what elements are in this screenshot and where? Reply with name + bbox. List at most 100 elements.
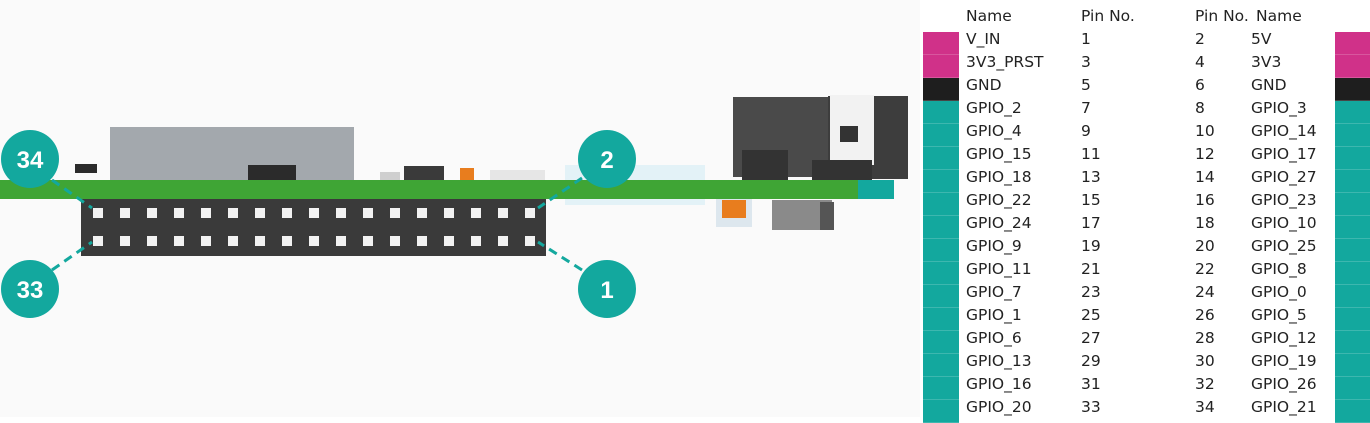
header-pin-even xyxy=(282,208,292,218)
pin-name-left: GPIO_2 xyxy=(966,99,1022,117)
header-pin-odd xyxy=(471,236,481,246)
pin-name-right: GPIO_21 xyxy=(1251,398,1317,416)
pin-color-swatch-left xyxy=(923,216,959,239)
pcb-edge xyxy=(0,180,858,199)
badge-1-label: 1 xyxy=(600,277,613,304)
header-pin-odd xyxy=(363,236,373,246)
header-pin-odd xyxy=(255,236,265,246)
pin-color-swatch-right xyxy=(1335,193,1370,216)
header-pin-even xyxy=(444,208,454,218)
badge-circle xyxy=(578,260,636,318)
pin-number-left: 27 xyxy=(1081,329,1101,347)
leader-line-34 xyxy=(51,178,93,210)
header-pin-odd xyxy=(201,236,211,246)
pin-number-right: 6 xyxy=(1195,76,1205,94)
badge-34: 34 xyxy=(1,130,59,188)
header-pin-odd xyxy=(336,236,346,246)
header-pin-odd xyxy=(309,236,319,246)
pin-number-right: 8 xyxy=(1195,99,1205,117)
pin-color-swatch-left xyxy=(923,308,959,331)
pin-color-swatch-left xyxy=(923,147,959,170)
header-pin-odd xyxy=(498,236,508,246)
pin-color-swatch-right xyxy=(1335,101,1370,124)
pin-number-right: 18 xyxy=(1195,214,1215,232)
smd-capacitor xyxy=(460,168,474,180)
pin-number-right: 26 xyxy=(1195,306,1215,324)
badge-34-label: 34 xyxy=(17,147,44,174)
pin-number-right: 24 xyxy=(1195,283,1215,301)
pin-color-swatch-right xyxy=(1335,32,1370,55)
badge-1: 1 xyxy=(578,260,636,318)
pin-name-left: GPIO_24 xyxy=(966,214,1032,232)
pin-color-swatch-right xyxy=(1335,216,1370,239)
pin-name-left: GPIO_11 xyxy=(966,260,1032,278)
pin-number-left: 1 xyxy=(1081,30,1091,48)
header-name-right: Name xyxy=(1256,7,1302,25)
pin-color-swatch-left xyxy=(923,400,959,423)
badge-circle xyxy=(578,130,636,188)
pin-color-swatch-left xyxy=(923,193,959,216)
jack-leg xyxy=(812,160,872,180)
pin-color-swatch-right xyxy=(1335,400,1370,423)
pin-number-right: 28 xyxy=(1195,329,1215,347)
pin-name-right: GPIO_10 xyxy=(1251,214,1317,232)
pin-color-swatch-right xyxy=(1335,55,1370,78)
jack-pin xyxy=(840,126,858,142)
badge-2-label: 2 xyxy=(600,147,613,174)
header-pin-odd xyxy=(525,236,535,246)
pin-name-right: GPIO_23 xyxy=(1251,191,1317,209)
smd-component xyxy=(404,166,444,180)
pin-number-left: 29 xyxy=(1081,352,1101,370)
pin-number-right: 30 xyxy=(1195,352,1215,370)
smd-resistor xyxy=(380,172,400,181)
board-side-view: 34 33 2 1 xyxy=(0,96,908,318)
pin-name-left: GPIO_18 xyxy=(966,168,1032,186)
pin-name-left: GPIO_13 xyxy=(966,352,1032,370)
pin-color-swatch-left xyxy=(923,124,959,147)
header-pin-right: Pin No. xyxy=(1195,7,1249,25)
pin-color-swatch-left xyxy=(923,354,959,377)
pin-number-left: 3 xyxy=(1081,53,1091,71)
pin-number-left: 23 xyxy=(1081,283,1101,301)
pin-color-swatch-left xyxy=(923,101,959,124)
pin-color-swatch-right xyxy=(1335,239,1370,262)
pin-number-right: 34 xyxy=(1195,398,1215,416)
small-component xyxy=(75,164,97,173)
pin-name-right: GPIO_8 xyxy=(1251,260,1307,278)
header-pin-odd xyxy=(120,236,130,246)
pin-name-left: GPIO_6 xyxy=(966,329,1022,347)
pin-name-right: GPIO_5 xyxy=(1251,306,1307,324)
header-pin-even xyxy=(309,208,319,218)
pin-name-left: V_IN xyxy=(966,30,1001,48)
pin-name-left: GND xyxy=(966,76,1002,94)
header-pin-even xyxy=(363,208,373,218)
header-pin-odd xyxy=(282,236,292,246)
pin-color-swatch-right xyxy=(1335,354,1370,377)
pin-number-left: 33 xyxy=(1081,398,1101,416)
header-pin-even xyxy=(120,208,130,218)
pin-color-swatch-left xyxy=(923,377,959,400)
pin-name-left: GPIO_7 xyxy=(966,283,1022,301)
pin-color-swatch-left xyxy=(923,285,959,308)
jack-leg xyxy=(742,150,788,180)
pin-color-swatch-left xyxy=(923,262,959,285)
pin-number-left: 11 xyxy=(1081,145,1101,163)
pcb-edge-end xyxy=(858,180,894,199)
pin-name-left: 3V3_PRST xyxy=(966,53,1044,71)
header-pin-odd xyxy=(417,236,427,246)
pin-color-swatch-right xyxy=(1335,331,1370,354)
pin-name-left: GPIO_4 xyxy=(966,122,1022,140)
pin-number-right: 20 xyxy=(1195,237,1215,255)
header-pin-even xyxy=(174,208,184,218)
pin-number-right: 10 xyxy=(1195,122,1215,140)
pin-name-right: GPIO_12 xyxy=(1251,329,1317,347)
pin-number-right: 2 xyxy=(1195,30,1205,48)
pin-name-right: GPIO_26 xyxy=(1251,375,1317,393)
pin-color-swatch-left xyxy=(923,331,959,354)
pin-name-right: GPIO_0 xyxy=(1251,283,1307,301)
pin-name-right: GPIO_3 xyxy=(1251,99,1307,117)
pin-color-swatch-right xyxy=(1335,377,1370,400)
pin-color-swatch-left xyxy=(923,32,959,55)
badge-33-label: 33 xyxy=(17,277,44,304)
